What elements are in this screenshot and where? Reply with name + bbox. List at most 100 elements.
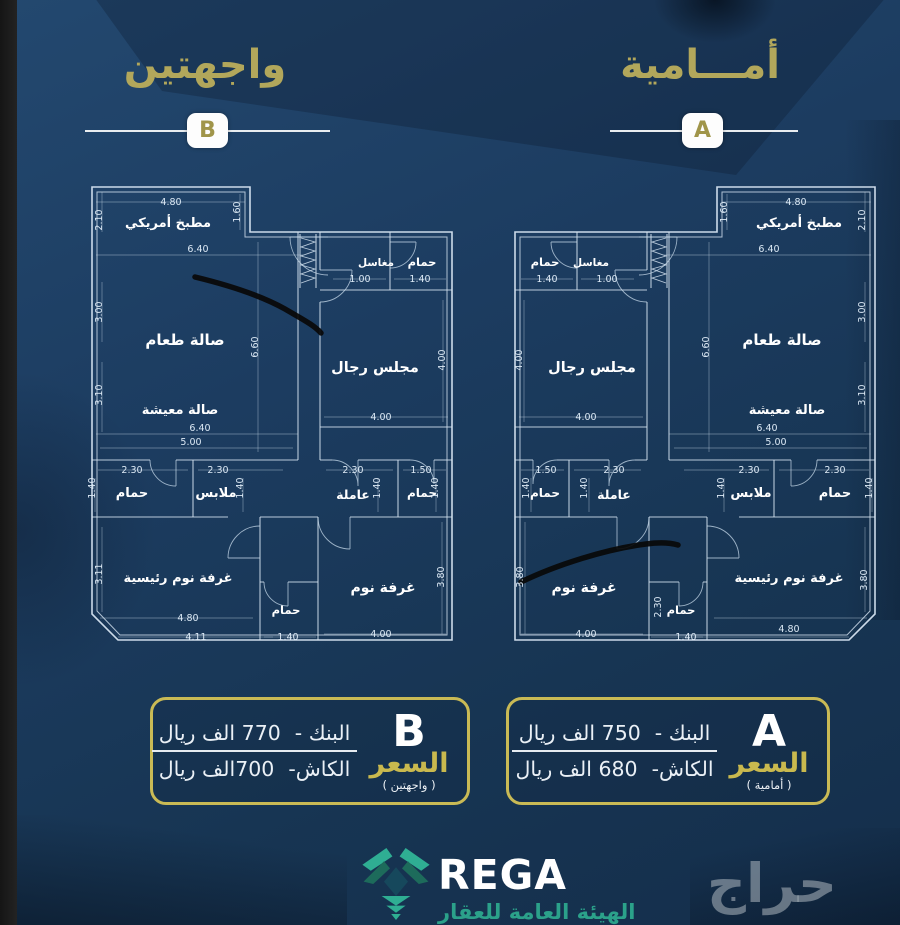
- price-sub-b: ( واجهتين ): [382, 778, 436, 793]
- dimension-label: 4.00: [370, 629, 391, 640]
- photo-shade-bottom-left: [17, 815, 347, 925]
- room-label: صالة معيشة: [749, 403, 826, 418]
- room-label: ملابس: [730, 486, 771, 501]
- dimension-label: 2.30: [738, 465, 759, 476]
- floor-plan-b: مطبخ أمريكي مغاسل حمام صالة طعام صالة مع…: [87, 186, 453, 643]
- room-label: حمام: [408, 255, 437, 269]
- dimension-label: 2.30: [824, 465, 845, 476]
- price-label: السعر: [369, 748, 449, 780]
- room-label: صالة طعام: [145, 331, 224, 349]
- bank-value: 770 الف ريال: [158, 721, 281, 745]
- dimension-label: 1.40: [372, 477, 383, 498]
- room-label: صالة طعام: [742, 331, 821, 349]
- dimension-label: 5.00: [765, 437, 786, 448]
- rega-brand-text: REGA: [438, 851, 567, 899]
- dimension-label: 1.40: [536, 274, 557, 285]
- dimension-label: 3.10: [857, 384, 868, 405]
- dimension-label: 6.40: [758, 244, 779, 255]
- dimension-label: 2.30: [121, 465, 142, 476]
- dimension-label: 5.00: [180, 437, 201, 448]
- room-label: صالة معيشة: [142, 403, 219, 418]
- dimension-label: 2.30: [653, 596, 664, 617]
- room-label: حمام: [407, 486, 437, 501]
- dimension-label: 4.11: [185, 632, 206, 643]
- dimension-label: 3.80: [859, 569, 870, 590]
- dimension-label: 1.00: [349, 274, 370, 285]
- room-label: حمام: [272, 603, 301, 617]
- room-label: حمام: [667, 603, 696, 617]
- cash-label: الكاش-: [288, 757, 351, 781]
- room-label: مطبخ أمريكي: [756, 214, 842, 231]
- black-edge-bar: [0, 0, 17, 925]
- dimension-label: 4.00: [370, 412, 391, 423]
- dimension-label: 1.40: [716, 477, 727, 498]
- dimension-label: 1.40: [235, 477, 246, 498]
- badge-a: A: [682, 113, 723, 148]
- price-letter-b: B: [392, 706, 426, 758]
- room-label: مطبخ أمريكي: [125, 214, 211, 231]
- dimension-label: 1.60: [719, 201, 730, 222]
- floor-plan-a: مطبخ أمريكي مغاسل حمام صالة طعام صالة مع…: [514, 186, 876, 643]
- room-label: غرفة نوم: [350, 580, 415, 596]
- dimension-label: 3.00: [857, 301, 868, 322]
- room-label: حمام: [116, 486, 149, 501]
- dimension-label: 4.80: [160, 197, 181, 208]
- dimension-label: 3.80: [436, 566, 447, 587]
- dimension-label: 6.40: [187, 244, 208, 255]
- dimension-label: 1.40: [409, 274, 430, 285]
- dimension-label: 1.40: [87, 477, 98, 498]
- bank-label: البنك -: [294, 721, 351, 745]
- cash-label: الكاش-: [651, 757, 714, 781]
- room-label: حمام: [530, 486, 560, 501]
- dimension-label: 4.00: [575, 629, 596, 640]
- bank-price-row: البنك - 750 الف ريال: [519, 721, 711, 745]
- dimension-label: 6.60: [701, 336, 712, 357]
- price-side-b: B السعر ( واجهتين ): [365, 710, 453, 792]
- room-label: حمام: [819, 486, 852, 501]
- price-divider: [152, 750, 357, 752]
- plan-a-labels: مطبخ أمريكي مغاسل حمام صالة طعام صالة مع…: [514, 197, 875, 643]
- dimension-label: 2.30: [207, 465, 228, 476]
- cash-value: 680 الف ريال: [515, 757, 638, 781]
- pen-mark-a: [518, 540, 681, 585]
- room-label: مغاسل: [573, 257, 609, 269]
- dimension-label: 6.40: [756, 423, 777, 434]
- dimension-label: 2.30: [342, 465, 363, 476]
- room-label: مجلس رجال: [548, 360, 636, 376]
- price-values-b: البنك - 770 الف ريال الكاش- 700الف ريال: [152, 721, 357, 781]
- price-card-a: A السعر ( أمامية ) البنك - 750 الف ريال …: [506, 697, 830, 805]
- dimension-label: 4.80: [177, 613, 198, 624]
- dimension-label: 1.50: [410, 465, 431, 476]
- dimension-label: 4.00: [514, 349, 525, 370]
- price-card-b: B السعر ( واجهتين ) البنك - 770 الف ريال…: [150, 697, 470, 805]
- dimension-label: 3.80: [515, 566, 526, 587]
- rega-org-name: الهيئة العامة للعقار: [438, 900, 636, 924]
- price-label: السعر: [729, 748, 809, 780]
- room-label: غرفة نوم رئيسية: [734, 571, 843, 586]
- dimension-label: 1.40: [864, 477, 875, 498]
- cash-value: 700الف ريال: [158, 757, 275, 781]
- room-label: مغاسل: [358, 257, 394, 269]
- price-sub-a: ( أمامية ): [746, 778, 792, 793]
- dimension-label: 3.10: [94, 384, 105, 405]
- badge-b: B: [187, 113, 228, 148]
- pen-mark-b: [192, 274, 324, 336]
- dimension-label: 1.00: [596, 274, 617, 285]
- dimension-label: 2.30: [603, 465, 624, 476]
- photo-shade-mid-right: [845, 120, 900, 620]
- photo-shade-bottom-right: [690, 828, 900, 925]
- dimension-label: 6.40: [189, 423, 210, 434]
- price-side-a: A السعر ( أمامية ): [725, 710, 813, 792]
- room-label: ملابس: [195, 486, 236, 501]
- room-label: غرفة نوم: [551, 580, 616, 596]
- dimension-label: 1.40: [521, 477, 532, 498]
- dimension-label: 1.40: [430, 477, 441, 498]
- rega-wordmark: REGA الهيئة العامة للعقار: [438, 845, 636, 925]
- dimension-label: 1.50: [535, 465, 556, 476]
- section-title-a: أمـــامية: [620, 42, 780, 88]
- price-letter-a: A: [751, 706, 787, 758]
- plan-b-labels: مطبخ أمريكي مغاسل حمام صالة طعام صالة مع…: [87, 197, 448, 643]
- dimension-label: 2.10: [857, 209, 868, 230]
- dimension-label: 6.60: [250, 336, 261, 357]
